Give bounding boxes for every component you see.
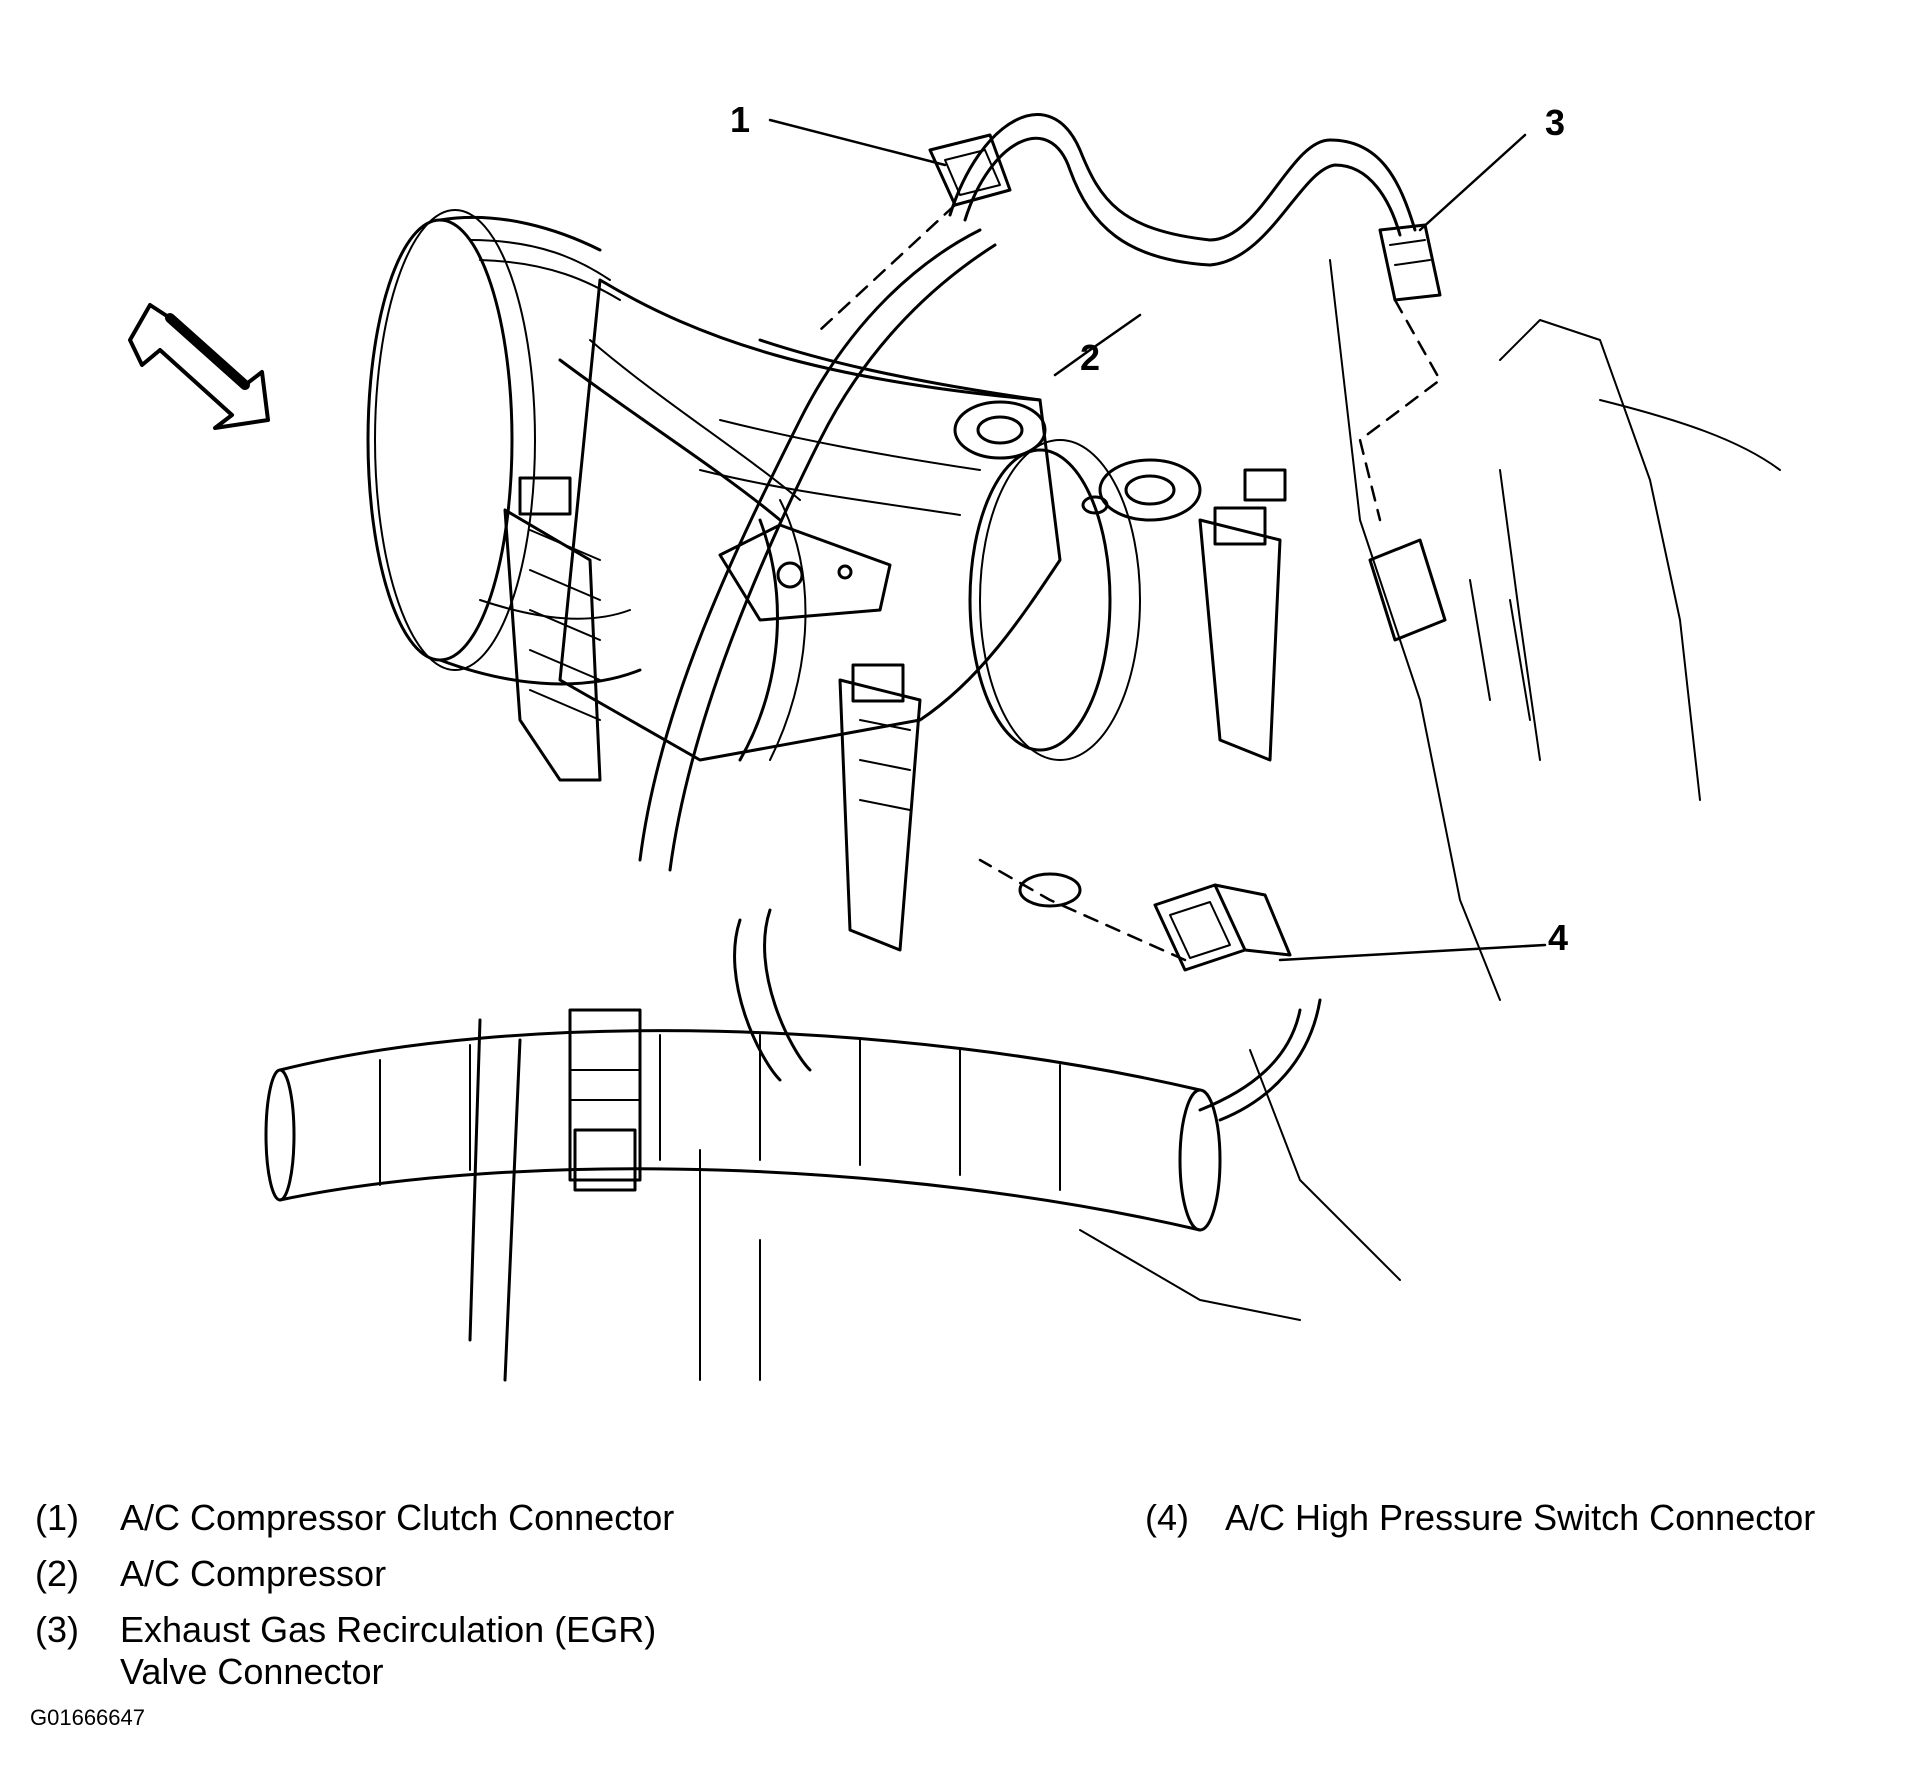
coolant-hose [264, 1029, 1222, 1232]
hose-clamp [568, 1008, 642, 1192]
legend-label: A/C Compressor Clutch Connector [120, 1497, 675, 1538]
legend-number: (4) [1145, 1497, 1189, 1538]
leader-lines [768, 118, 1547, 962]
ac-high-pressure-switch-connector [1153, 883, 1292, 972]
legend-number: (2) [35, 1553, 79, 1594]
direction-arrow-icon [128, 303, 270, 430]
compressor-rear-head [953, 400, 1202, 908]
wiring-harness [638, 113, 1417, 1122]
mounting-tab [718, 523, 892, 622]
figure-id: G01666647 [30, 1705, 145, 1730]
legend-label: A/C High Pressure Switch Connector [1225, 1497, 1816, 1538]
egr-valve-connector [1378, 223, 1442, 302]
legend-number: (1) [35, 1497, 79, 1538]
callout-3: 3 [1545, 102, 1566, 143]
mounting-bracket [468, 508, 1282, 1382]
legend-label: A/C Compressor [120, 1553, 387, 1594]
engine-background [1079, 259, 1781, 1321]
callout-2: 2 [1080, 337, 1101, 378]
compressor-body [558, 278, 1062, 762]
callout-1: 1 [730, 99, 751, 140]
ac-compressor-clutch-connector [928, 133, 1012, 207]
callout-4: 4 [1548, 917, 1569, 958]
compressor-illustration [128, 113, 1781, 1382]
legend-label: Exhaust Gas Recirculation (EGR) Valve Co… [120, 1609, 657, 1692]
bolt-icon [518, 468, 1287, 703]
compressor-pulley [366, 209, 642, 686]
legend-number: (3) [35, 1609, 79, 1650]
